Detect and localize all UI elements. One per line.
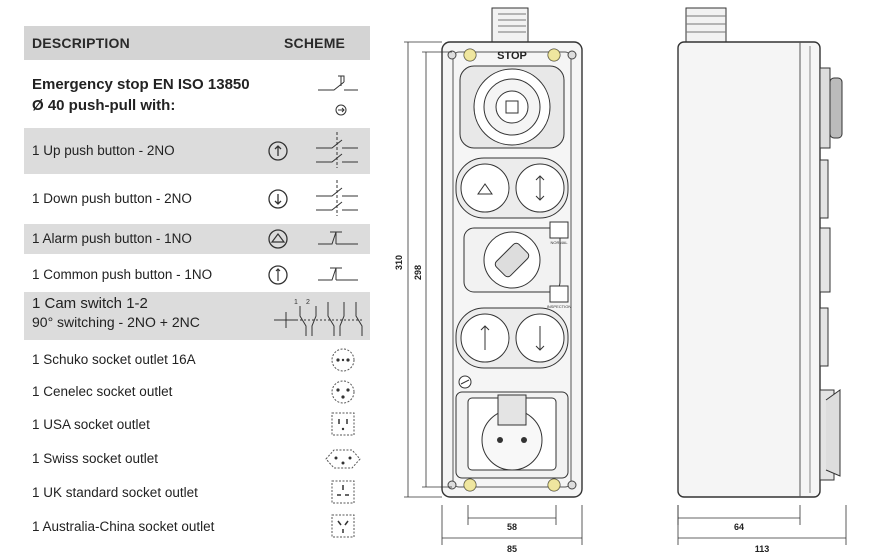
dim-inner-width: 58 bbox=[507, 522, 517, 532]
bell-circle-icon bbox=[268, 229, 288, 249]
table-row: 1 Up push button - 2NO bbox=[24, 128, 370, 174]
table-row: 1 Common push button - 1NO bbox=[24, 258, 370, 292]
emergency-stop-row: Emergency stop EN ISO 13850 Ø 40 push-pu… bbox=[24, 68, 370, 124]
cam-switch-scheme-icon: 1 2 bbox=[274, 299, 364, 336]
row-label: 1 Down push button - 2NO bbox=[32, 191, 192, 206]
row-label: 1 Schuko socket outlet 16A bbox=[32, 352, 196, 367]
row-label: 1 Cenelec socket outlet bbox=[32, 384, 173, 399]
table-row: 1 Alarm push button - 1NO bbox=[24, 224, 370, 254]
row-label: 1 Up push button - 2NO bbox=[32, 143, 175, 158]
stop-label: STOP bbox=[497, 50, 527, 62]
two-no-scheme-icon bbox=[316, 132, 358, 168]
table-row: 1 Swiss socket outlet bbox=[24, 442, 370, 476]
updown-circle-icon bbox=[268, 265, 288, 285]
table-row: 1 Australia-China socket outlet bbox=[24, 510, 370, 544]
scheme-header: SCHEME bbox=[284, 35, 346, 51]
swiss-socket-icon bbox=[325, 449, 361, 469]
arrow-down-circle-icon bbox=[268, 189, 288, 209]
cam-label-2: 2 bbox=[306, 299, 310, 306]
dim-side-inner: 64 bbox=[734, 522, 744, 532]
usa-socket-icon bbox=[331, 412, 355, 436]
normal-badge: NORMAL bbox=[550, 240, 568, 245]
table-row: 1 Schuko socket outlet 16A bbox=[24, 344, 370, 376]
two-no-scheme-icon bbox=[316, 180, 358, 216]
emergency-stop-title: Emergency stop EN ISO 13850 bbox=[32, 76, 250, 93]
inspection-badge: INSPECTION bbox=[547, 304, 572, 309]
table-header: DESCRIPTION SCHEME bbox=[24, 26, 370, 60]
table-row: 1 Cenelec socket outlet bbox=[24, 376, 370, 408]
dim-outer-width: 85 bbox=[507, 544, 517, 554]
row-label: 1 Alarm push button - 1NO bbox=[32, 231, 192, 246]
cenelec-socket-icon bbox=[331, 380, 355, 404]
schuko-socket-icon bbox=[331, 348, 355, 372]
table-row: 1 UK standard socket outlet bbox=[24, 476, 370, 510]
one-no-scheme-icon bbox=[318, 231, 358, 245]
one-no-scheme-icon bbox=[318, 267, 358, 281]
front-view-drawing: STOP NORMAL INSPECTION 310 298 58 85 bbox=[394, 7, 583, 554]
table-row: 1 Down push button - 2NO bbox=[24, 176, 370, 222]
row-label: 1 Common push button - 1NO bbox=[32, 267, 213, 282]
dim-inner-height: 298 bbox=[413, 265, 423, 280]
side-view-drawing: 64 113 bbox=[677, 7, 847, 554]
row-label-secondary: 90° switching - 2NO + 2NC bbox=[32, 314, 200, 330]
row-label: 1 UK standard socket outlet bbox=[32, 485, 198, 500]
table-row: 1 Cam switch 1-2 90° switching - 2NO + 2… bbox=[24, 292, 370, 340]
dim-total-height: 310 bbox=[394, 255, 404, 270]
uk-socket-icon bbox=[331, 480, 355, 504]
row-label: 1 Australia-China socket outlet bbox=[32, 519, 215, 534]
emergency-stop-scheme-icon bbox=[318, 75, 358, 116]
description-header: DESCRIPTION bbox=[32, 35, 130, 51]
row-label: 1 USA socket outlet bbox=[32, 417, 150, 432]
arrow-up-circle-icon bbox=[268, 141, 288, 161]
dim-side-outer: 113 bbox=[755, 544, 770, 554]
row-label: 1 Cam switch 1-2 bbox=[32, 295, 148, 312]
cam-label-1: 1 bbox=[294, 299, 298, 306]
table-row: 1 USA socket outlet bbox=[24, 408, 370, 442]
emergency-stop-subtitle: Ø 40 push-pull with: bbox=[32, 97, 176, 114]
australia-china-socket-icon bbox=[331, 514, 355, 538]
row-label: 1 Swiss socket outlet bbox=[32, 451, 159, 466]
